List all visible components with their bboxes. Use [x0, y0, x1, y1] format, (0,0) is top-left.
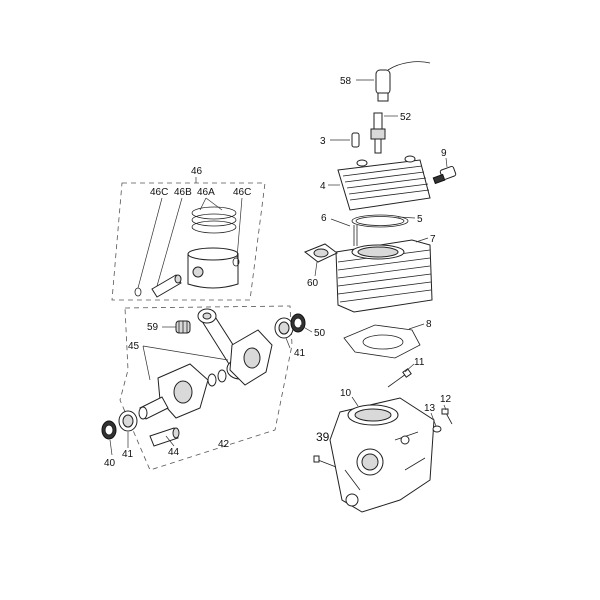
label-40-left: 40: [104, 458, 116, 469]
piston: [187, 247, 239, 289]
label-50: 50: [314, 328, 326, 339]
piston-pin-clip-left: [134, 287, 142, 297]
crankcase: [329, 397, 435, 513]
oil-seal-left: [101, 420, 117, 440]
label-11: 11: [414, 357, 425, 368]
piston-pin-clip-right: [232, 257, 240, 267]
label-59: 59: [147, 322, 159, 333]
label-42: 42: [218, 439, 230, 450]
label-3: 3: [320, 136, 326, 147]
label-41-right: 41: [294, 348, 306, 359]
label-46: 46: [191, 166, 203, 177]
label-46A: 46A: [197, 187, 215, 198]
label-13: 13: [424, 403, 436, 414]
cylinder-head: [337, 155, 431, 211]
crankshaft-group-box: [119, 305, 293, 471]
label-5: 5: [417, 214, 423, 225]
crankshaft-journal-left: [138, 396, 169, 420]
washer-and-screw: [432, 408, 453, 433]
crank-pin: [149, 427, 180, 447]
label-44: 44: [168, 447, 180, 458]
label-60: 60: [307, 278, 319, 289]
label-46C-left: 46C: [150, 187, 168, 198]
label-12: 12: [440, 394, 452, 405]
main-bearing-right: [274, 317, 294, 339]
label-41-left: 41: [122, 449, 134, 460]
label-46B: 46B: [174, 187, 192, 198]
piston-rings: [191, 206, 237, 234]
cylinder-block: [335, 239, 433, 313]
exhaust-flange: [303, 243, 338, 263]
label-9: 9: [441, 148, 447, 159]
crankcase-screw: [313, 455, 337, 468]
crank-pin-washers: [207, 369, 227, 387]
label-4: 4: [320, 181, 326, 192]
piston-pin: [151, 274, 182, 298]
spark-plug-boot: [375, 61, 431, 102]
label-52: 52: [400, 112, 412, 123]
label-45: 45: [128, 341, 140, 352]
label-6: 6: [321, 213, 327, 224]
label-10: 10: [340, 388, 352, 399]
oil-seal-right: [290, 313, 306, 333]
label-46C-right: 46C: [233, 187, 251, 198]
cylinder-studs: [353, 225, 358, 246]
main-bearing-left: [118, 410, 138, 432]
needle-bearing: [175, 320, 191, 334]
head-gasket-ring: [351, 214, 409, 228]
label-8: 8: [426, 319, 432, 330]
decompression-valve: [432, 165, 457, 185]
label-39: 39: [316, 430, 330, 444]
base-gasket: [343, 324, 421, 359]
crank-web-left: [157, 363, 209, 419]
bolt: [387, 368, 412, 388]
crank-web-right: [229, 329, 273, 386]
leader-lines: [109, 79, 448, 456]
label-58: 58: [340, 76, 352, 87]
spark-plug: [370, 112, 386, 154]
stud-pin: [351, 132, 360, 148]
label-7: 7: [430, 234, 436, 245]
